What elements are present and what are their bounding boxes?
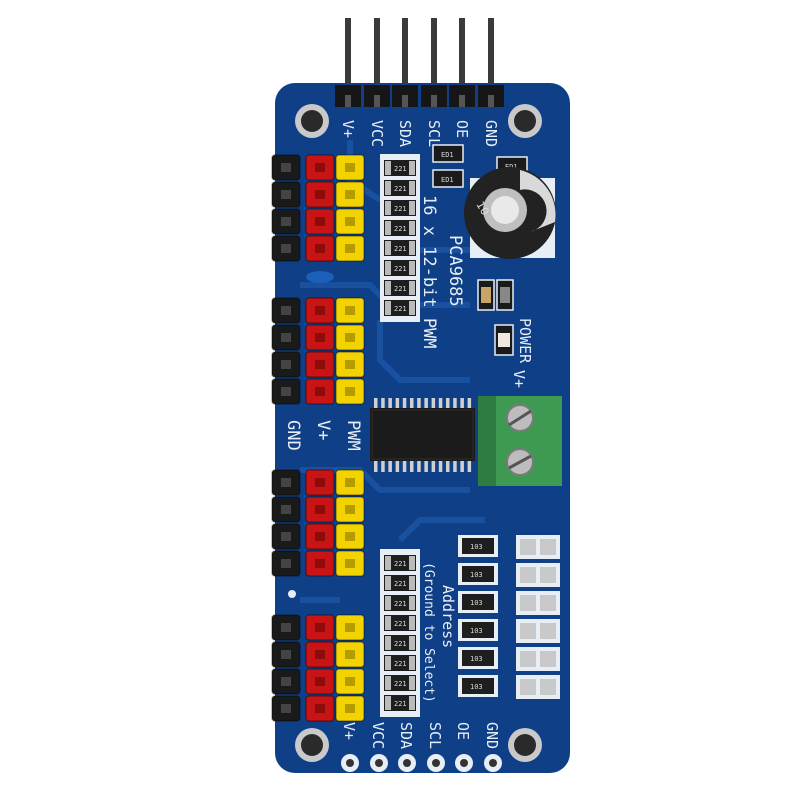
address-label-line1: Address <box>439 585 457 648</box>
svg-text:221: 221 <box>394 660 407 668</box>
bottom-pin-pads <box>341 754 502 772</box>
address-resistors: 103 103 103 103 103 103 <box>458 535 498 697</box>
svg-text:ED1: ED1 <box>505 163 518 171</box>
svg-text:221: 221 <box>394 245 407 253</box>
svg-text:103: 103 <box>470 627 483 635</box>
servo-headers <box>271 154 365 722</box>
top-header-housing <box>335 85 504 107</box>
bottom-pin-label: GND <box>483 722 501 749</box>
vplus-terminal-label: V+ <box>510 370 528 388</box>
svg-text:221: 221 <box>394 640 407 648</box>
svg-text:221: 221 <box>394 580 407 588</box>
electrolytic-capacitor: 10 <box>464 167 556 259</box>
bottom-pin-labels: V+ VCC SDA SCL OE GND <box>340 722 501 749</box>
bottom-pin-label: OE <box>454 722 472 740</box>
title-line2: PCA9685 <box>445 235 465 307</box>
svg-text:221: 221 <box>394 185 407 193</box>
svg-text:221: 221 <box>394 225 407 233</box>
top-pin-label: SCL <box>425 120 443 147</box>
row-label-vplus: V+ <box>313 420 333 440</box>
top-pin-label: GND <box>482 120 500 147</box>
top-pin-label: V+ <box>339 120 357 138</box>
bottom-pin-label: V+ <box>340 722 358 740</box>
bottom-pin-label: SDA <box>397 722 415 749</box>
resistor-arrays: 221 221 221 221 221 221 221 221 221 221 221 221 221 2… <box>380 154 420 717</box>
svg-text:221: 221 <box>394 600 407 608</box>
top-pin-label: VCC <box>368 120 386 147</box>
top-header-pins <box>345 18 494 98</box>
bottom-pin-label: SCL <box>426 722 444 749</box>
svg-text:221: 221 <box>394 305 407 313</box>
svg-text:221: 221 <box>394 285 407 293</box>
mounting-holes <box>295 104 542 762</box>
svg-text:ED1: ED1 <box>441 151 454 159</box>
svg-text:221: 221 <box>394 560 407 568</box>
screw-terminal <box>478 396 562 486</box>
svg-text:103: 103 <box>470 655 483 663</box>
svg-text:221: 221 <box>394 680 407 688</box>
svg-text:221: 221 <box>394 265 407 273</box>
address-jumper-pads <box>516 535 560 699</box>
top-pin-label: OE <box>453 120 471 138</box>
svg-text:103: 103 <box>470 683 483 691</box>
bottom-pin-label: VCC <box>369 722 387 749</box>
svg-text:221: 221 <box>394 165 407 173</box>
power-led-area <box>477 279 514 356</box>
svg-text:103: 103 <box>470 571 483 579</box>
top-pin-labels: V+ VCC SDA SCL OE GND <box>339 120 500 147</box>
svg-text:10: 10 <box>473 199 491 218</box>
svg-text:ED1: ED1 <box>441 176 454 184</box>
pca9685-chip <box>370 398 475 472</box>
row-label-pwm: PWM <box>343 420 363 451</box>
svg-text:103: 103 <box>470 543 483 551</box>
svg-text:103: 103 <box>470 599 483 607</box>
svg-text:221: 221 <box>394 700 407 708</box>
top-pin-label: SDA <box>396 120 414 147</box>
row-label-gnd: GND <box>283 420 303 451</box>
address-label-line2: (Ground to Select) <box>421 562 436 703</box>
svg-text:221: 221 <box>394 620 407 628</box>
power-label: POWER <box>516 318 534 364</box>
title-line1: 16 x 12-bit PWM <box>419 195 439 349</box>
svg-text:221: 221 <box>394 205 407 213</box>
